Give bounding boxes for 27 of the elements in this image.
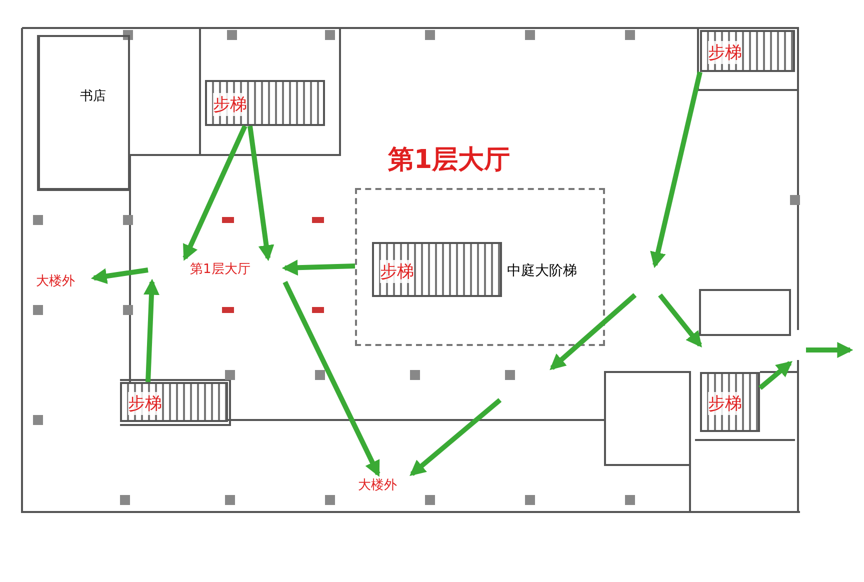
- evacuation-arrow: [410, 398, 502, 476]
- area-label: 第1层大厅: [190, 261, 250, 278]
- evacuation-arrow: [758, 360, 792, 390]
- staircase: [700, 30, 795, 72]
- evacuation-arrow: [282, 280, 380, 477]
- staircase: [700, 372, 760, 432]
- stair-label: 步梯: [708, 392, 742, 415]
- stair-label: 步梯: [213, 93, 247, 116]
- stair-label: 步梯: [380, 260, 414, 282]
- stair-label: 步梯: [128, 392, 162, 415]
- staircase: [205, 80, 325, 126]
- evacuation-arrow: [248, 126, 274, 262]
- atrium-area: [355, 188, 605, 346]
- room-name: 书店: [80, 88, 106, 105]
- atrium-label: 中庭大阶梯: [507, 262, 577, 280]
- stair-label: 步梯: [708, 41, 742, 64]
- area-label: 大楼外: [358, 477, 397, 494]
- evacuation-arrow: [144, 278, 160, 382]
- evacuation-arrow: [282, 260, 356, 276]
- evacuation-arrow: [650, 71, 702, 268]
- staircase: [372, 242, 502, 297]
- area-label: 大楼外: [36, 273, 75, 290]
- evacuation-arrow: [90, 268, 148, 284]
- shop-room: [38, 35, 130, 190]
- floor-title: 第1层大厅: [388, 144, 510, 177]
- evacuation-arrow: [182, 124, 248, 261]
- staircase: [120, 382, 228, 422]
